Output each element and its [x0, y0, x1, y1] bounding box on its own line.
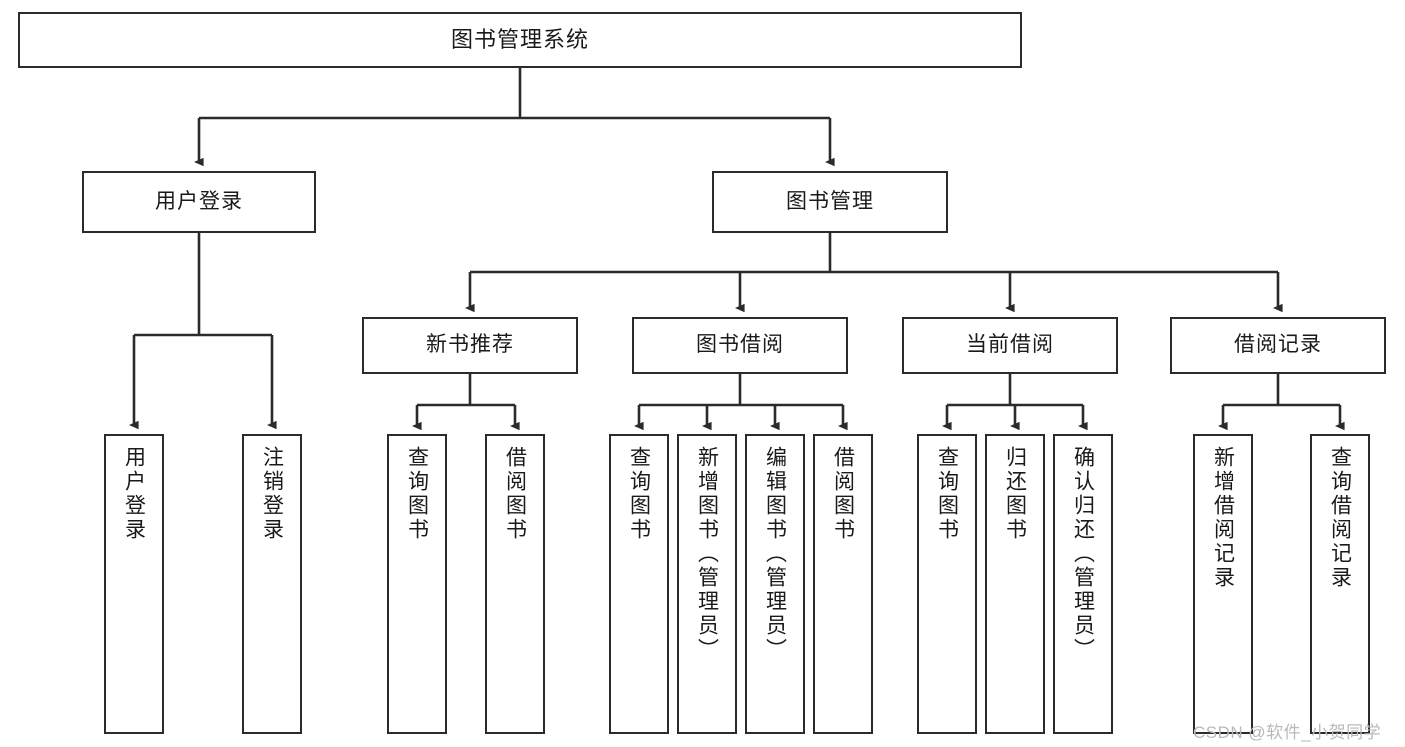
leaf-borrow-query-book-label: 查询图书 — [627, 446, 651, 542]
node-book-borrow-label: 图书借阅 — [696, 333, 784, 357]
leaf-borrow-add-book[interactable]: 新增图书（管理员） — [677, 434, 737, 734]
leaf-current-return-book-label: 归还图书 — [1003, 446, 1027, 542]
leaf-new-book-query[interactable]: 查询图书 — [387, 434, 447, 734]
node-current-borrow-label: 当前借阅 — [966, 333, 1054, 357]
node-user-login[interactable]: 用户登录 — [82, 171, 316, 233]
node-borrow-record-label: 借阅记录 — [1234, 333, 1322, 357]
leaf-user-login-signout-label: 注销登录 — [260, 446, 284, 542]
leaf-borrow-edit-book-label: 编辑图书（管理员） — [763, 446, 787, 662]
leaf-borrow-query-book[interactable]: 查询图书 — [609, 434, 669, 734]
leaf-record-query[interactable]: 查询借阅记录 — [1310, 434, 1370, 734]
leaf-borrow-borrow-book[interactable]: 借阅图书 — [813, 434, 873, 734]
node-current-borrow[interactable]: 当前借阅 — [902, 317, 1118, 374]
leaf-record-query-label: 查询借阅记录 — [1328, 446, 1352, 590]
leaf-user-login-signin[interactable]: 用户登录 — [104, 434, 164, 734]
leaf-user-login-signin-label: 用户登录 — [122, 446, 146, 542]
leaf-record-add[interactable]: 新增借阅记录 — [1193, 434, 1253, 734]
leaf-new-book-borrow[interactable]: 借阅图书 — [485, 434, 545, 734]
node-book-management[interactable]: 图书管理 — [712, 171, 948, 233]
node-book-management-label: 图书管理 — [786, 189, 874, 213]
leaf-borrow-edit-book[interactable]: 编辑图书（管理员） — [745, 434, 805, 734]
leaf-current-confirm-return[interactable]: 确认归还（管理员） — [1053, 434, 1113, 734]
node-new-book-recommend-label: 新书推荐 — [426, 333, 514, 357]
leaf-current-confirm-return-label: 确认归还（管理员） — [1071, 446, 1095, 662]
leaf-borrow-borrow-book-label: 借阅图书 — [831, 446, 855, 542]
leaf-current-return-book[interactable]: 归还图书 — [985, 434, 1045, 734]
node-user-login-label: 用户登录 — [155, 189, 243, 213]
node-book-borrow[interactable]: 图书借阅 — [632, 317, 848, 374]
leaf-current-query-book[interactable]: 查询图书 — [917, 434, 977, 734]
leaf-user-login-signout[interactable]: 注销登录 — [242, 434, 302, 734]
leaf-current-query-book-label: 查询图书 — [935, 446, 959, 542]
node-root-label: 图书管理系统 — [450, 27, 589, 53]
leaf-record-add-label: 新增借阅记录 — [1211, 446, 1235, 590]
node-root[interactable]: 图书管理系统 — [18, 12, 1022, 68]
node-borrow-record[interactable]: 借阅记录 — [1170, 317, 1386, 374]
leaf-new-book-query-label: 查询图书 — [405, 446, 429, 542]
leaf-new-book-borrow-label: 借阅图书 — [503, 446, 527, 542]
watermark-text: CSDN @软件_小贺同学 — [1193, 723, 1382, 742]
leaf-borrow-add-book-label: 新增图书（管理员） — [695, 446, 719, 662]
node-new-book-recommend[interactable]: 新书推荐 — [362, 317, 578, 374]
